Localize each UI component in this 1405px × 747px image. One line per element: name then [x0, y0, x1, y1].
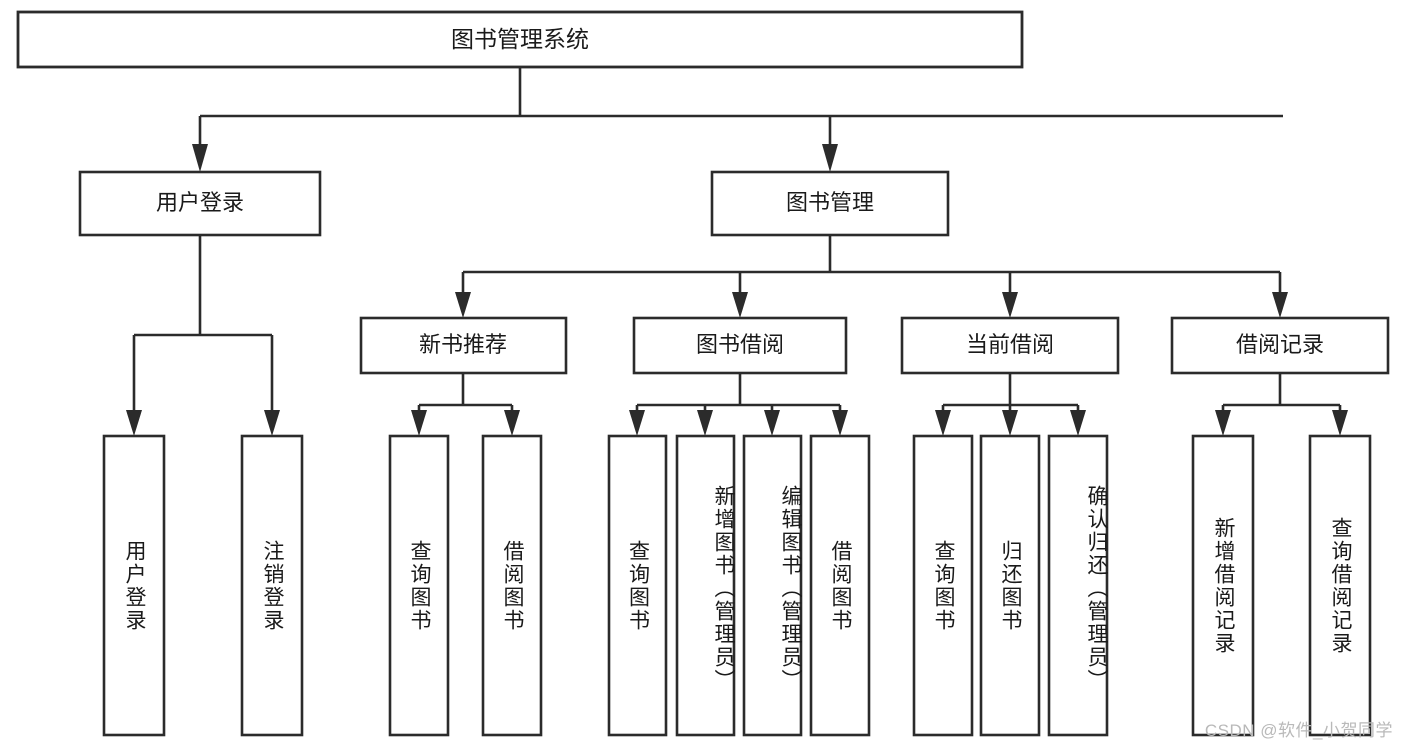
- arrow-current-child-3: [1070, 410, 1086, 436]
- arrow-recommend-child-1: [411, 410, 427, 436]
- node-book-borrow-box[interactable]: [632, 316, 848, 375]
- node-new-book-recommend-box[interactable]: [359, 316, 568, 375]
- arrow-user-login-child-2: [264, 410, 280, 436]
- node-user-login[interactable]: 用户登录: [78, 170, 322, 237]
- node-book-manage-box[interactable]: [710, 170, 950, 237]
- node-user-login-box[interactable]: [78, 170, 322, 237]
- node-current-borrow-box[interactable]: [900, 316, 1120, 375]
- leaf-box-current-3[interactable]: [1047, 434, 1109, 737]
- arrow-current-child-2: [1002, 410, 1018, 436]
- leaf-boxes-layer: [102, 434, 1372, 737]
- node-book-borrow[interactable]: 图书借阅: [632, 316, 848, 375]
- node-book-borrow-label: 图书借阅: [696, 332, 784, 357]
- leaf-box-recommend-2[interactable]: [481, 434, 543, 737]
- node-borrow-record[interactable]: 借阅记录: [1170, 316, 1390, 375]
- leaf-box-borrow-4[interactable]: [809, 434, 871, 737]
- leaf-box-borrow-3[interactable]: [742, 434, 803, 737]
- arrow-current-child-1: [935, 410, 951, 436]
- node-new-book-recommend[interactable]: 新书推荐: [359, 316, 568, 375]
- arrow-borrow-child-3: [764, 410, 780, 436]
- connectors-layer: [126, 67, 1348, 436]
- node-book-manage[interactable]: 图书管理: [710, 170, 950, 237]
- arrow-book-manage-child-1: [455, 292, 471, 318]
- arrow-record-child-1: [1215, 410, 1231, 436]
- arrow-borrow-child-2: [697, 410, 713, 436]
- leaf-box-recommend-1[interactable]: [388, 434, 450, 737]
- csdn-watermark: CSDN @软件_小贺同学: [1204, 721, 1393, 740]
- node-current-borrow-label: 当前借阅: [966, 332, 1054, 357]
- node-new-book-recommend-label: 新书推荐: [419, 332, 507, 357]
- node-current-borrow[interactable]: 当前借阅: [900, 316, 1120, 375]
- arrow-book-manage-child-3: [1002, 292, 1018, 318]
- arrow-recommend-child-2: [504, 410, 520, 436]
- arrow-to-book-manage: [822, 144, 838, 172]
- leaf-box-borrow-1[interactable]: [607, 434, 668, 737]
- node-root-box[interactable]: [16, 10, 1024, 69]
- arrow-book-manage-child-2: [732, 292, 748, 318]
- leaf-box-current-1[interactable]: [912, 434, 974, 737]
- arrow-user-login-child-1: [126, 410, 142, 436]
- node-borrow-record-label: 借阅记录: [1236, 332, 1324, 357]
- arrow-borrow-child-4: [832, 410, 848, 436]
- leaf-box-record-2[interactable]: [1308, 434, 1372, 737]
- arrow-record-child-2: [1332, 410, 1348, 436]
- node-root-label: 图书管理系统: [451, 26, 589, 52]
- arrow-borrow-child-1: [629, 410, 645, 436]
- node-book-manage-label: 图书管理: [786, 190, 874, 215]
- arrow-book-manage-child-4: [1272, 292, 1288, 318]
- leaf-box-borrow-2[interactable]: [675, 434, 736, 737]
- leaf-box-user-login-2[interactable]: [240, 434, 304, 737]
- node-user-login-label: 用户登录: [156, 190, 244, 215]
- node-root[interactable]: 图书管理系统: [16, 10, 1024, 69]
- leaf-box-user-login-1[interactable]: [102, 434, 166, 737]
- arrow-to-user-login: [192, 144, 208, 172]
- leaf-box-record-1[interactable]: [1191, 434, 1255, 737]
- node-borrow-record-box[interactable]: [1170, 316, 1390, 375]
- leaf-box-current-2[interactable]: [979, 434, 1041, 737]
